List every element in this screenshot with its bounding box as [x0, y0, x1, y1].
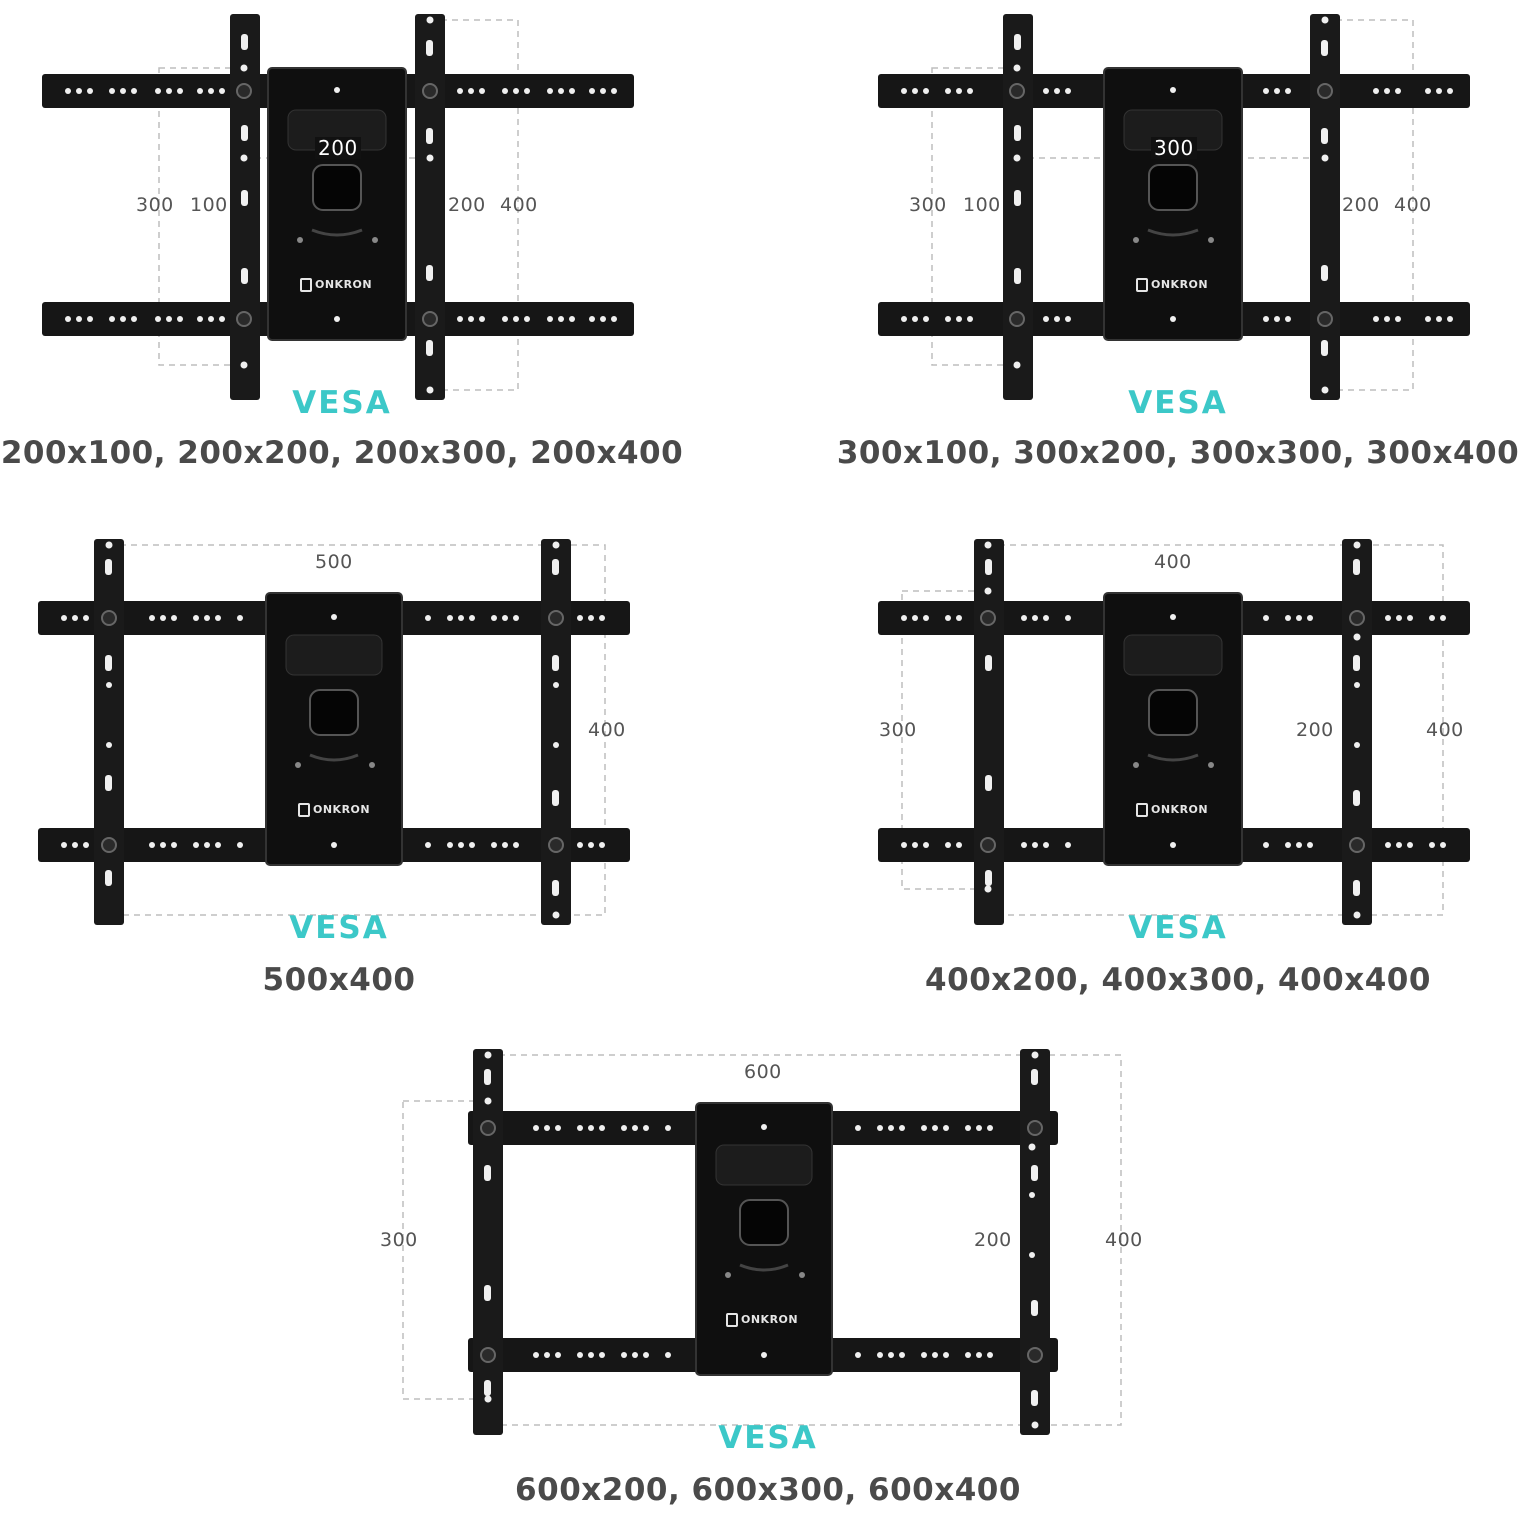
- onkron-logo-icon: [1136, 803, 1148, 817]
- onkron-logo-icon: [726, 1313, 738, 1327]
- brand-logo: ONKRON: [300, 278, 372, 292]
- brand-logo: ONKRON: [726, 1313, 798, 1327]
- vesa-panel-400: ONKRON 400 300 200 400 VESA 400x200, 400…: [836, 525, 1524, 1005]
- mount-diagram: [38, 539, 630, 925]
- mount-diagram: [878, 539, 1470, 925]
- dim-top: 300: [1151, 137, 1197, 159]
- vesa-label: VESA: [289, 910, 389, 946]
- dim-top: 200: [315, 137, 361, 159]
- onkron-logo-icon: [298, 803, 310, 817]
- brand-name: ONKRON: [313, 803, 371, 816]
- brand-logo: ONKRON: [1136, 278, 1208, 292]
- brand-logo: ONKRON: [1136, 803, 1208, 817]
- dim-right-outer: 400: [1394, 194, 1432, 216]
- brand-name: ONKRON: [741, 1313, 799, 1326]
- dim-right-inner: 200: [1296, 719, 1334, 741]
- vesa-sizes: 300x100, 300x200, 300x300, 300x400: [836, 435, 1520, 471]
- vesa-panel-200: ONKRON 200 300 100 200 400 VESA 200x100,…: [0, 0, 700, 480]
- vesa-panel-300: ONKRON 300 300 100 200 400 VESA 300x100,…: [836, 0, 1524, 480]
- vesa-panel-500: ONKRON 500 400 VESA 500x400: [0, 525, 700, 1005]
- dim-left-inner: 100: [963, 194, 1001, 216]
- dim-right-inner: 200: [974, 1229, 1012, 1251]
- vesa-sizes: 400x200, 400x300, 400x400: [925, 962, 1431, 998]
- dim-right-outer: 400: [1105, 1229, 1143, 1251]
- dim-right-outer: 400: [500, 194, 538, 216]
- onkron-logo-icon: [1136, 278, 1148, 292]
- dim-left-inner: 100: [190, 194, 228, 216]
- brand-name: ONKRON: [315, 278, 373, 291]
- vesa-label: VESA: [718, 1420, 818, 1456]
- dim-right-outer: 400: [1426, 719, 1464, 741]
- dim-top: 600: [744, 1061, 782, 1083]
- vesa-label: VESA: [292, 385, 392, 421]
- vesa-label: VESA: [1128, 385, 1228, 421]
- vesa-sizes: 200x100, 200x200, 200x300, 200x400: [0, 435, 684, 471]
- dim-right-outer: 400: [588, 719, 626, 741]
- dim-top: 500: [315, 551, 353, 573]
- onkron-logo-icon: [300, 278, 312, 292]
- mount-diagram: [42, 14, 634, 400]
- brand-name: ONKRON: [1151, 278, 1209, 291]
- dim-left-outer: 300: [909, 194, 947, 216]
- brand-logo: ONKRON: [298, 803, 370, 817]
- vesa-sizes: 500x400: [262, 962, 416, 998]
- mount-diagram: [402, 1049, 1122, 1435]
- dim-right-inner: 200: [448, 194, 486, 216]
- vesa-sizes: 600x200, 600x300, 600x400: [515, 1472, 1021, 1508]
- dim-right-inner: 200: [1342, 194, 1380, 216]
- dim-top: 400: [1154, 551, 1192, 573]
- vesa-panel-600: ONKRON 600 300 200 400 VESA 600x200, 600…: [360, 1035, 1180, 1515]
- dim-left-outer: 300: [879, 719, 917, 741]
- mount-diagram: [878, 14, 1470, 400]
- dim-left-outer: 300: [380, 1229, 418, 1251]
- vesa-label: VESA: [1128, 910, 1228, 946]
- brand-name: ONKRON: [1151, 803, 1209, 816]
- dim-left-outer: 300: [136, 194, 174, 216]
